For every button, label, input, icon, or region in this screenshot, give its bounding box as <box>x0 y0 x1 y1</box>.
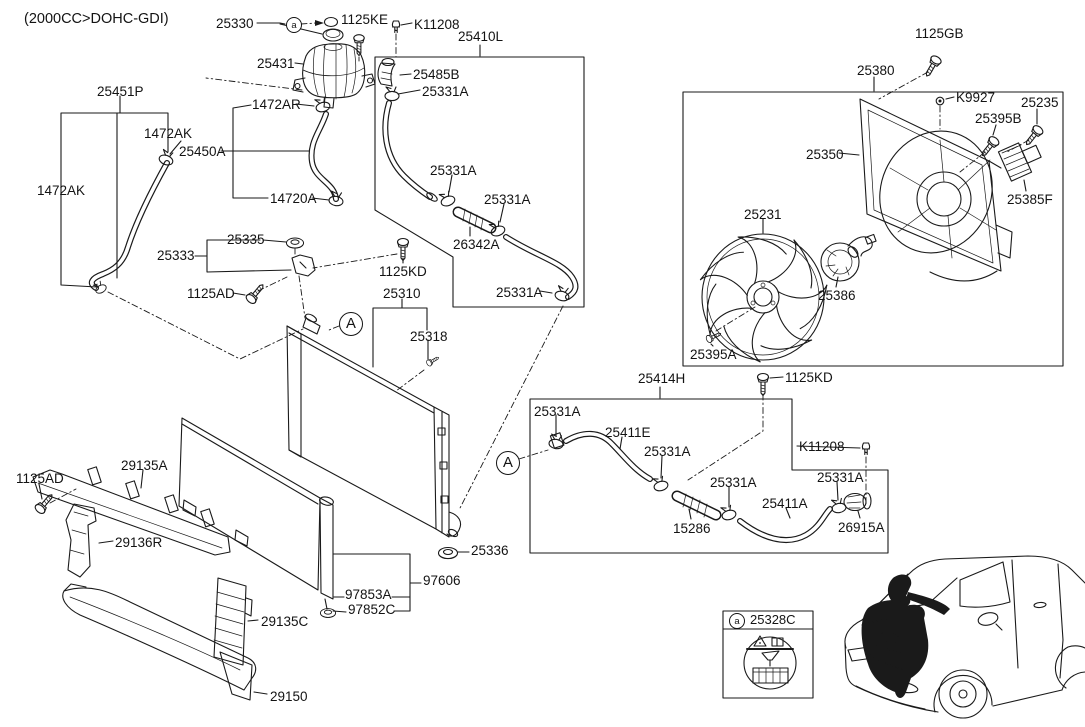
grommet-drawings <box>285 237 459 619</box>
part-label-p25411a: 25411A <box>762 496 808 511</box>
part-label-pk9927: K9927 <box>956 90 996 105</box>
part-label-p1125ad-mid: 1125AD <box>187 286 235 301</box>
part-label-p25331a-2: 25331A <box>430 163 477 178</box>
reservoir-cap-drawing <box>322 28 344 42</box>
part-label-p25386: 25386 <box>818 288 856 303</box>
part-label-p29135a: 29135A <box>121 458 168 473</box>
part-label-p25331a-8: 25331A <box>817 470 864 485</box>
leader-lines <box>38 22 1038 695</box>
part-label-p14720a: 14720A <box>270 191 317 206</box>
part-label-p29135c: 29135C <box>261 614 309 629</box>
part-label-p25395a: 25395A <box>690 347 737 362</box>
air-guard-vertical-drawing <box>213 577 253 666</box>
part-label-p25335: 25335 <box>227 232 265 247</box>
part-label-p29136r: 29136R <box>115 535 163 550</box>
frame-box-25380 <box>682 91 1064 367</box>
callout-A-hose: A <box>496 451 520 475</box>
part-label-p25331a-6: 25331A <box>644 444 691 459</box>
fan-motor-drawing <box>820 233 877 282</box>
part-label-p25414h: 25414H <box>638 371 686 386</box>
part-label-pk11208-top: K11208 <box>414 17 460 32</box>
air-dam-drawing <box>62 583 257 701</box>
part-label-p26342a: 26342A <box>453 237 500 252</box>
part-label-p25485b: 25485B <box>413 67 460 82</box>
part-label-p25318: 25318 <box>410 329 448 344</box>
part-label-p1125kd-bot: 1125KD <box>785 370 833 385</box>
part-label-legend-part-number: 25328C <box>750 612 796 627</box>
part-label-p25330: 25330 <box>216 16 254 31</box>
reservoir-hose-drawing <box>88 160 170 291</box>
part-label-p25333: 25333 <box>157 248 195 263</box>
part-label-p25331a-3: 25331A <box>484 192 531 207</box>
air-guard-side-drawing <box>65 503 97 578</box>
frame-box-25410l <box>374 56 585 308</box>
part-label-p97853a: 97853A <box>345 587 392 602</box>
radiator-drawing <box>286 313 462 538</box>
part-label-p1125gb: 1125GB <box>915 26 964 41</box>
part-label-p26915a: 26915A <box>838 520 885 535</box>
reservoir-tank-drawing <box>292 43 376 109</box>
part-label-p25331a-7: 25331A <box>710 475 757 490</box>
receiver-drier-drawing <box>319 496 334 610</box>
warning-label-drawing <box>743 635 797 690</box>
part-label-p25235: 25235 <box>1021 95 1059 110</box>
part-label-p97852c: 97852C <box>348 602 396 617</box>
overflow-hose-drawing <box>308 111 339 202</box>
car-sketch <box>844 555 1085 719</box>
callout-A-radiator: A <box>339 312 363 336</box>
fastener-drawings <box>32 16 1046 516</box>
part-label-p25395b: 25395B <box>975 111 1022 126</box>
part-label-p1125kd-top: 1125KD <box>379 264 427 279</box>
part-label-p25410l: 25410L <box>458 29 504 44</box>
legend-box-drawing <box>722 610 814 699</box>
part-label-p25450a: 25450A <box>179 144 226 159</box>
dash-leader-lines <box>49 20 1030 511</box>
part-label-p25380: 25380 <box>857 63 895 78</box>
part-label-p25385f: 25385F <box>1007 192 1053 207</box>
part-label-p25331a-4: 25331A <box>496 285 543 300</box>
fan-blade-drawing <box>693 222 839 371</box>
upper-hose-drawing <box>377 57 579 300</box>
part-label-p25231: 25231 <box>744 207 782 222</box>
part-label-p25336: 25336 <box>471 543 509 558</box>
part-label-p1472ak-lower: 1472AK <box>37 183 86 198</box>
part-label-p25451p: 25451P <box>97 84 144 99</box>
part-label-p1472ar: 1472AR <box>252 97 301 112</box>
callout-a-reservoir-cap: a <box>286 17 302 33</box>
part-label-p1472ak-upper: 1472AK <box>144 126 193 141</box>
air-guard-upper-drawing <box>32 466 231 556</box>
part-label-p15286: 15286 <box>673 521 711 536</box>
fan-resistor-drawing <box>997 142 1042 182</box>
frame-box-25414h <box>529 398 889 554</box>
part-label-p25431: 25431 <box>257 56 295 71</box>
lower-hose-assembly-drawing <box>549 430 872 544</box>
condenser-drawing <box>178 417 321 591</box>
part-label-p1125ad-bot: 1125AD <box>16 471 64 486</box>
part-label-p25331a-1: 25331A <box>422 84 469 99</box>
callout-a-legend: a <box>729 613 745 629</box>
part-label-p25411e: 25411E <box>605 425 651 440</box>
part-label-p29150: 29150 <box>270 689 308 704</box>
part-label-pk11208-bot: K11208 <box>799 439 845 454</box>
part-label-engine-spec-note: (2000CC>DOHC-GDI) <box>24 11 169 27</box>
part-label-p1125ke: 1125KE <box>341 12 389 27</box>
part-label-p25310: 25310 <box>383 286 421 301</box>
part-label-p25331a-5: 25331A <box>534 404 581 419</box>
fan-shroud-drawing <box>859 98 1013 282</box>
part-label-p97606: 97606 <box>423 573 461 588</box>
part-label-p25350: 25350 <box>806 147 844 162</box>
